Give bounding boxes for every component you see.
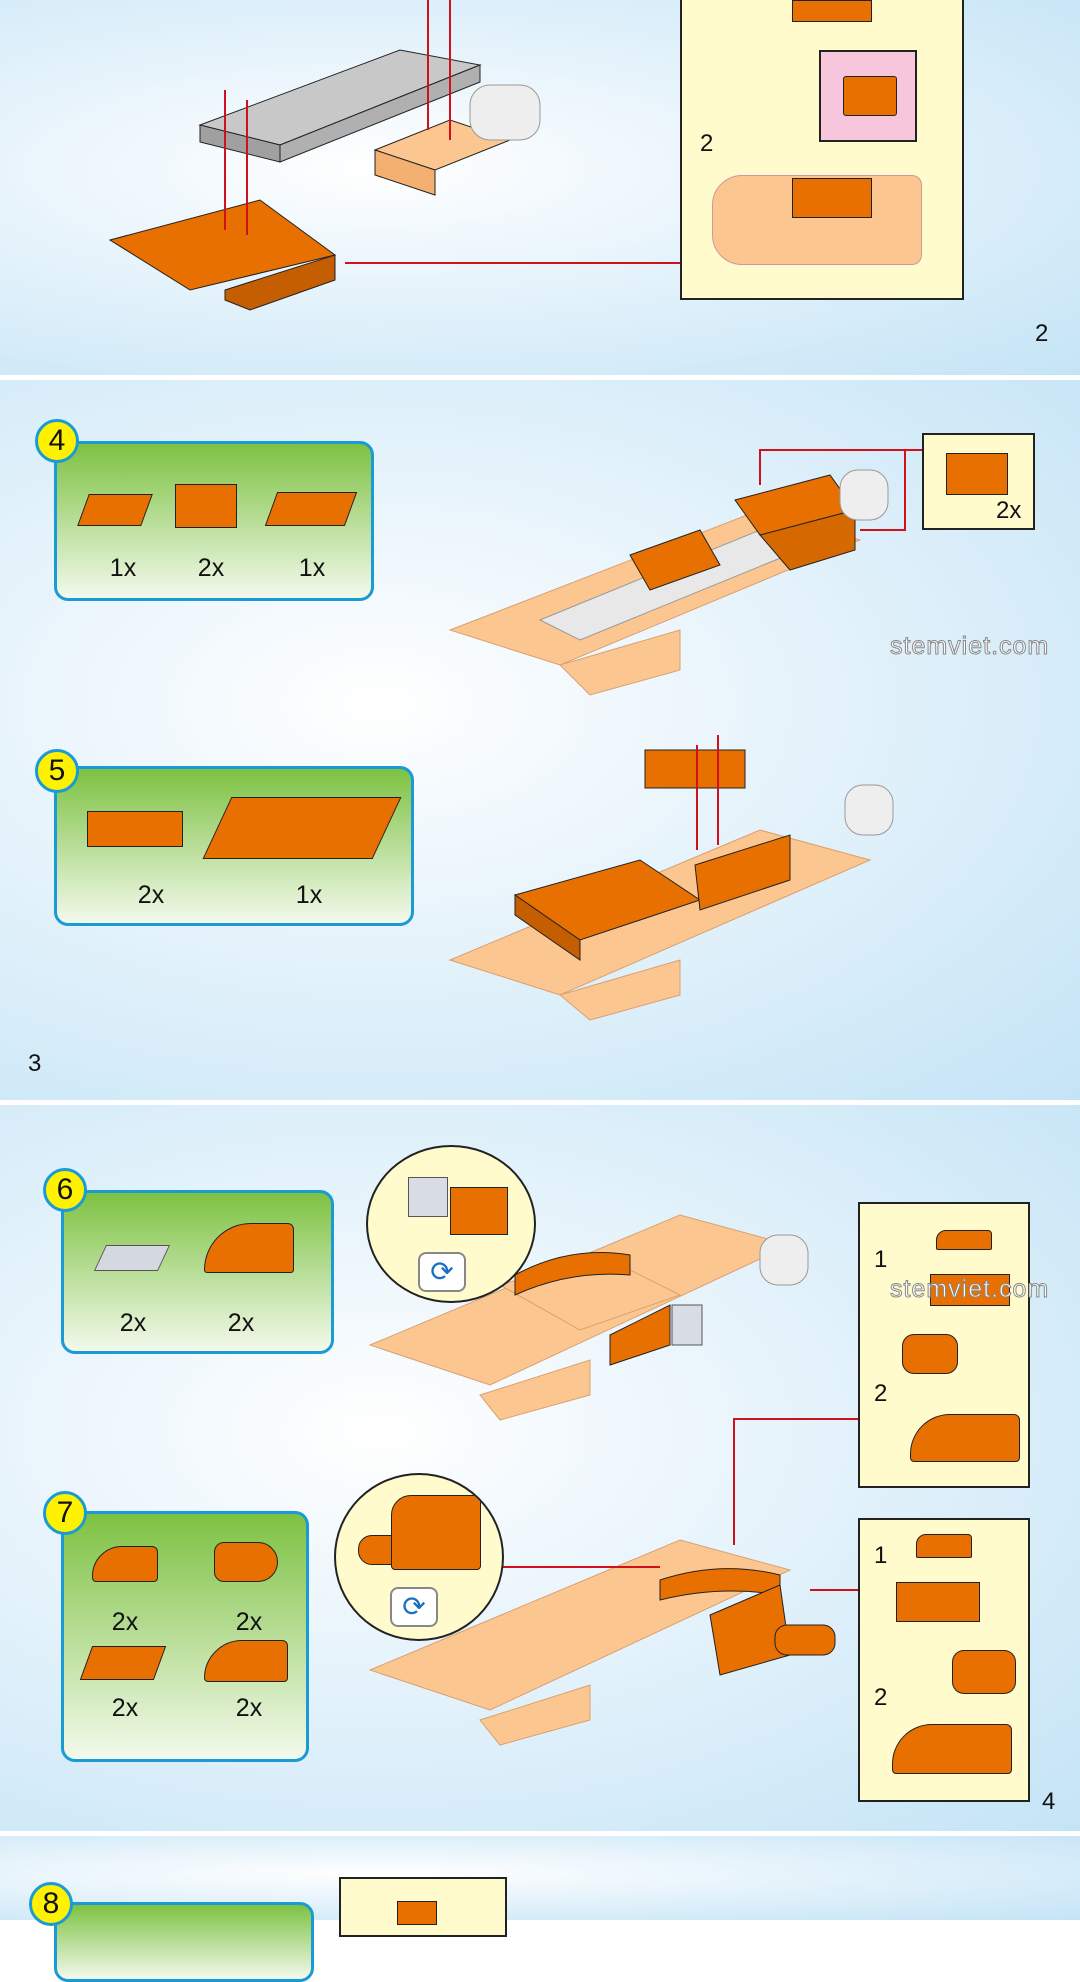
model-step-5 xyxy=(448,749,894,1021)
part-quantity: 2x xyxy=(197,554,225,582)
page-3: 4 1x 2x 1x 2x stemviet.com 5 2x 1x 3 xyxy=(0,380,1080,1100)
assembly-arrows xyxy=(696,449,922,850)
callout-quantity: 2x xyxy=(996,497,1022,524)
sub-assembly-callout: 1 2 xyxy=(858,1518,1030,1802)
slope-part xyxy=(916,1534,972,1558)
rotate-icon: ⟳ xyxy=(418,1252,466,1292)
step-number-badge: 8 xyxy=(29,1882,73,1926)
part-quantity: 2x xyxy=(111,1608,139,1636)
page-number: 4 xyxy=(1042,1788,1056,1815)
orange-base xyxy=(108,199,337,311)
watermark: stemviet.com xyxy=(889,632,1050,661)
slope-detail xyxy=(391,1495,481,1570)
callout-step-label: 1 xyxy=(874,1246,888,1273)
part-callout: 2x xyxy=(922,433,1035,530)
part-quantity: 2x xyxy=(235,1608,263,1636)
model-illustration-step-4-5 xyxy=(448,449,922,1021)
detail-zoom-circle: ⟳ xyxy=(334,1473,504,1641)
step-number-badge: 7 xyxy=(43,1491,87,1535)
parts-list-step-5: 2x 1x xyxy=(54,766,414,926)
parts-list-step-6: 2x 2x xyxy=(61,1190,334,1354)
assembly-arrows xyxy=(503,1418,858,1591)
orange-plate xyxy=(792,178,872,218)
part-curved-slope-wide xyxy=(204,1640,288,1682)
callout-step-label: 2 xyxy=(700,130,714,157)
part-quantity: 2x xyxy=(137,881,165,909)
part-engine-cylinder xyxy=(214,1542,278,1582)
plate-part xyxy=(930,1274,1010,1306)
page-2: 2 2 xyxy=(0,0,1080,375)
page-number: 2 xyxy=(1035,320,1049,347)
part-bracket xyxy=(175,484,237,528)
part-plate-4x4 xyxy=(202,797,402,859)
sub-assembly-callout: 2 xyxy=(680,0,964,300)
step-number-badge: 5 xyxy=(35,749,79,793)
callout-step-label: 1 xyxy=(874,1542,888,1569)
light-engine-block xyxy=(373,84,541,196)
slope-detail xyxy=(450,1187,508,1235)
page-number: 3 xyxy=(28,1050,42,1077)
grille-detail xyxy=(408,1177,448,1217)
page-4: 6 2x 2x 7 2x 2x 2x 2x ⟳ ⟳ 1 2 1 2 xyxy=(0,1105,1080,1831)
curved-part xyxy=(892,1724,1012,1774)
orange-part xyxy=(792,0,872,22)
assembly-arrows xyxy=(224,0,680,264)
part-quantity: 1x xyxy=(109,554,137,582)
page-5: 8 xyxy=(0,1836,1080,1982)
engine-part xyxy=(952,1650,1016,1694)
parts-list-step-4: 1x 2x 1x xyxy=(54,441,374,601)
model-step-6 xyxy=(368,1214,809,1421)
curved-part xyxy=(910,1414,1020,1462)
callout-step-label: 2 xyxy=(874,1380,888,1407)
step-number-badge: 6 xyxy=(43,1168,87,1212)
part-quantity: 2x xyxy=(119,1309,147,1337)
bracket-brick xyxy=(946,453,1008,495)
model-illustration xyxy=(108,0,680,311)
step-number-badge: 4 xyxy=(35,419,79,463)
rotate-icon: ⟳ xyxy=(390,1587,438,1627)
part-bracket-plate xyxy=(87,811,183,847)
detail-zoom-circle: ⟳ xyxy=(366,1145,536,1303)
part-quantity: 2x xyxy=(111,1694,139,1722)
parts-list-step-8 xyxy=(54,1902,314,1982)
model-illustration-step-6-7 xyxy=(368,1214,858,1746)
part-quantity: 2x xyxy=(235,1694,263,1722)
orange-part xyxy=(397,1901,437,1925)
engine-part xyxy=(902,1334,958,1374)
model-step-7 xyxy=(368,1539,836,1746)
watermark: stemviet.com xyxy=(889,1275,1050,1304)
part-quantity: 1x xyxy=(298,554,326,582)
gray-plate xyxy=(198,49,482,163)
model-step-4 xyxy=(448,469,889,696)
plate-part xyxy=(896,1582,980,1622)
sub-assembly-callout xyxy=(339,1877,507,1937)
parts-list-step-7: 2x 2x 2x 2x xyxy=(61,1511,309,1762)
bracket-brick xyxy=(843,76,897,116)
part-quantity: 2x xyxy=(227,1309,255,1337)
slope-part xyxy=(936,1230,992,1250)
highlighted-part-box xyxy=(819,50,917,142)
sub-assembly-callout: 1 2 xyxy=(858,1202,1030,1488)
part-curved-slope-small xyxy=(92,1546,158,1582)
part-quantity: 1x xyxy=(295,881,323,909)
callout-step-label: 2 xyxy=(874,1684,888,1711)
